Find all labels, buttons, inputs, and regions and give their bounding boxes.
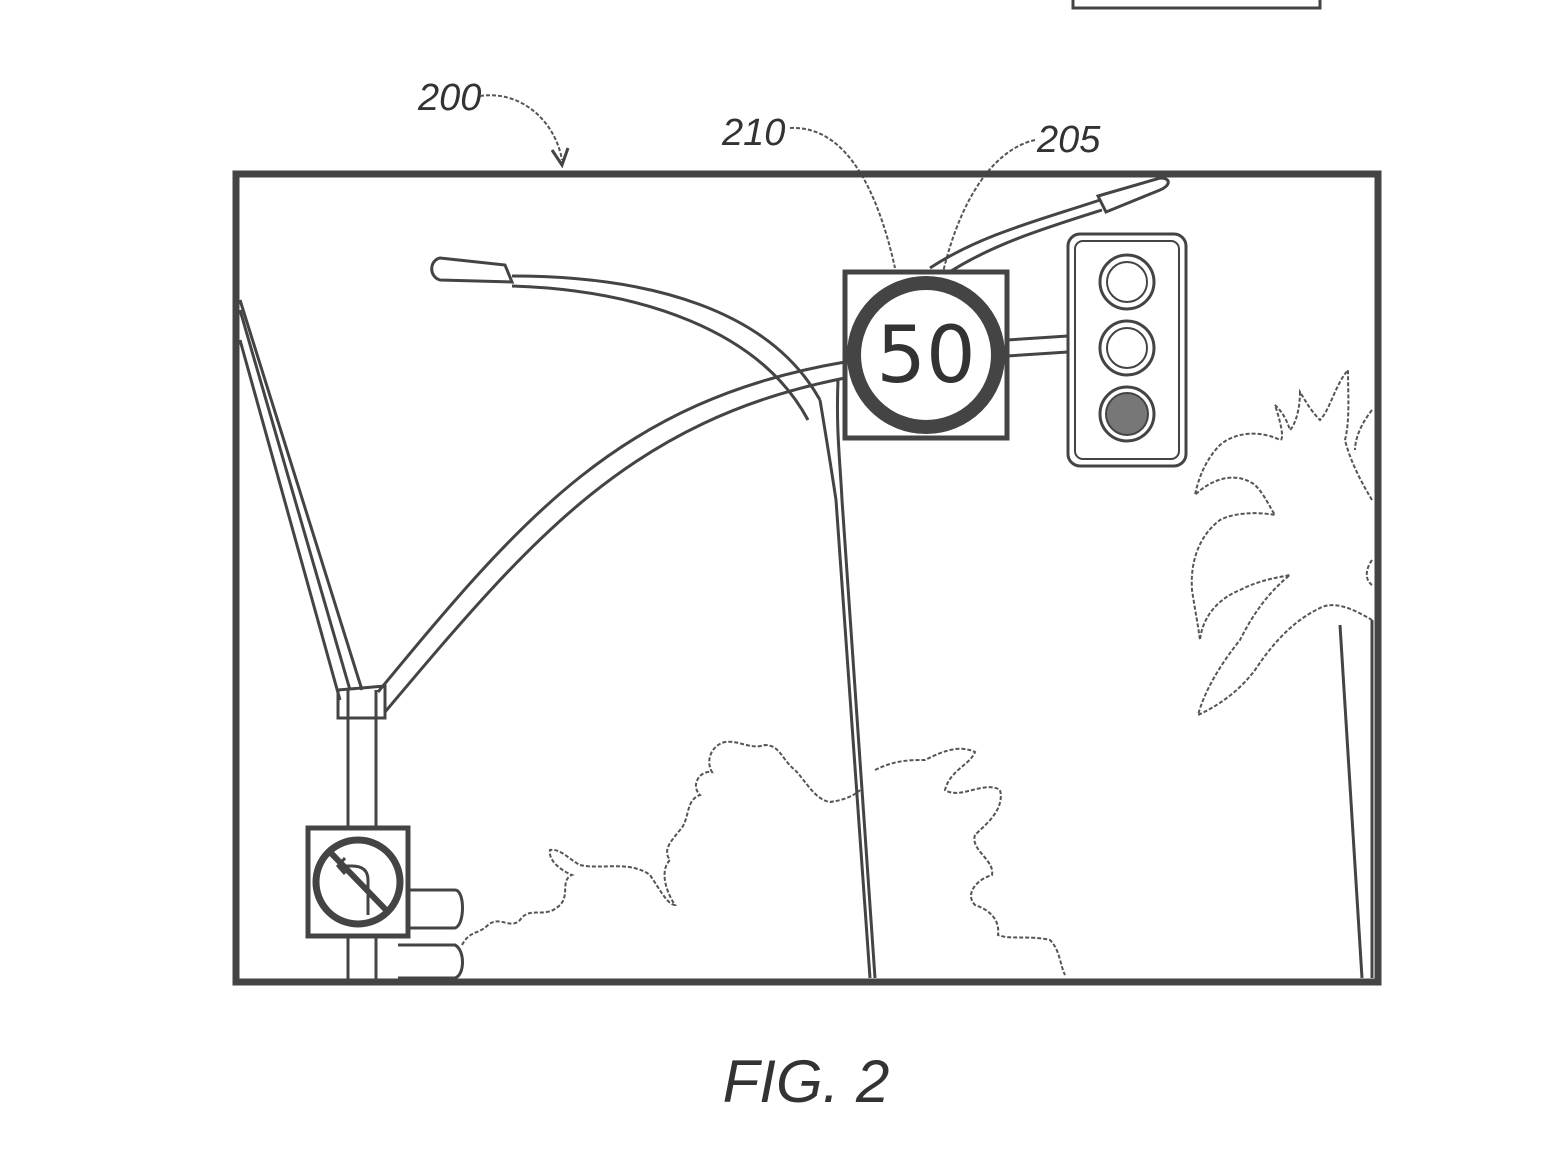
no-turn-sign-bracket bbox=[410, 888, 464, 930]
no-turn-slash bbox=[327, 849, 391, 915]
left-diagonal-pole-edge bbox=[238, 299, 364, 691]
palm-trunk bbox=[1338, 620, 1374, 979]
signal-light-top-inner bbox=[1106, 261, 1148, 303]
left-diagonal-pole bbox=[238, 309, 352, 701]
no-turn-arrow bbox=[336, 857, 370, 915]
center-pole bbox=[818, 379, 877, 979]
mast-arm bbox=[376, 360, 846, 693]
top-partial-box bbox=[1071, 0, 1322, 10]
bush-left bbox=[461, 740, 861, 946]
scene-frame bbox=[232, 170, 1382, 986]
ref-200-label: 200 bbox=[417, 77, 481, 119]
signal-light-middle-inner bbox=[1106, 327, 1148, 369]
speed-limit-value: 50 bbox=[876, 311, 975, 401]
ref-200-arrowhead bbox=[550, 147, 570, 169]
upper-right-light bbox=[1095, 176, 1170, 214]
speed-sign-ring bbox=[847, 276, 1005, 434]
figure-caption: FIG. 2 bbox=[723, 1048, 890, 1115]
palm-fronds bbox=[1190, 367, 1373, 717]
streetlight-arm bbox=[511, 274, 822, 421]
ref-205-label: 205 bbox=[1036, 119, 1101, 161]
signal-light-bottom-lit bbox=[1105, 392, 1149, 436]
ref-200-leader bbox=[479, 94, 563, 161]
streetlight-head bbox=[430, 256, 515, 284]
bush-right bbox=[874, 747, 1066, 976]
signal-light-top bbox=[1098, 253, 1156, 311]
traffic-signal-inner bbox=[1074, 240, 1180, 460]
lower-bracket bbox=[398, 943, 464, 980]
no-turn-sign-ring bbox=[312, 836, 404, 928]
pole-joint bbox=[336, 684, 387, 720]
signal-light-middle bbox=[1098, 319, 1156, 377]
mast-arm-edge bbox=[383, 376, 846, 713]
ref-210-leader bbox=[789, 126, 896, 269]
ref-210-label: 210 bbox=[721, 112, 785, 154]
upper-right-arm bbox=[929, 198, 1103, 277]
signal-connector bbox=[1006, 334, 1069, 358]
